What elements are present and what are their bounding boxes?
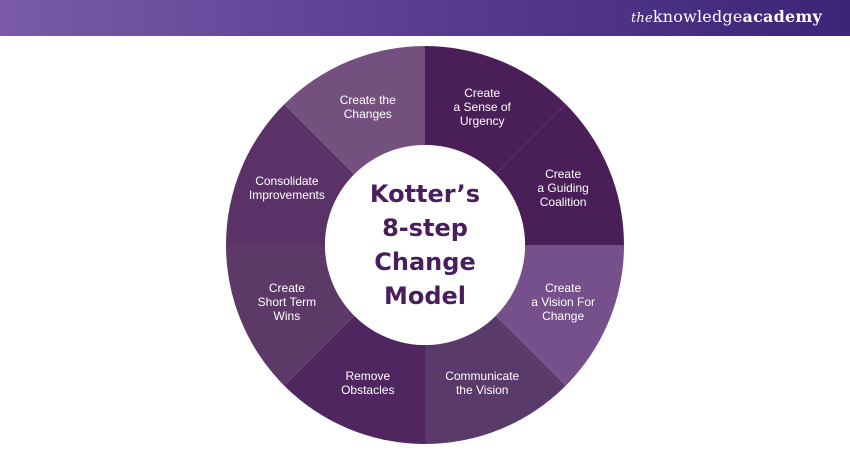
brand-logo: theknowledgeacademy [631, 7, 822, 26]
segment-label-line: Obstacles [341, 383, 394, 397]
segment-label-line: Urgency [460, 114, 505, 128]
segment-label-line: Create [464, 86, 500, 100]
center-title-line: 8-step [382, 214, 468, 242]
segment-label-line: a Guiding [537, 181, 588, 195]
brand-word-knowledge: knowledge [652, 7, 743, 26]
segment-label-line: Create the [340, 93, 396, 107]
brand-word-academy: academy [742, 7, 822, 26]
header-bar: theknowledgeacademy [0, 0, 850, 36]
center-title-line: Model [384, 282, 466, 310]
segment-create-short-term-wins [226, 245, 355, 386]
segment-consolidate-improvements [226, 104, 355, 245]
center-title-line: Kotter’s [370, 180, 480, 208]
segment-label-line: the Vision [456, 383, 508, 397]
brand-prefix: the [630, 11, 653, 26]
segment-create-sense-of-urgency [425, 46, 566, 175]
segment-create-the-changes [284, 46, 425, 175]
segment-label-line: Create [545, 281, 581, 295]
segment-label-line: a Vision For [531, 295, 595, 309]
segment-create-vision-for-change [495, 245, 624, 386]
segment-label-line: Short Term [258, 295, 316, 309]
segment-remove-obstacles [284, 315, 425, 444]
segment-label-line: Consolidate [255, 174, 319, 188]
segment-label-line: Remove [345, 369, 390, 383]
segment-label-line: a Sense of [454, 100, 512, 114]
center-circle [325, 145, 525, 345]
segment-label-line: Change [542, 309, 584, 323]
center-title-line: Change [374, 248, 475, 276]
segment-label-line: Create [545, 167, 581, 181]
segment-label-line: Communicate [445, 369, 519, 383]
segment-label-line: Create [269, 281, 305, 295]
segment-label-line: Improvements [249, 188, 325, 202]
segment-communicate-the-vision [425, 315, 566, 444]
segment-label-line: Coalition [540, 195, 587, 209]
segment-label-line: Changes [344, 107, 392, 121]
segment-create-guiding-coalition [495, 104, 624, 245]
segment-label-line: Wins [274, 309, 301, 323]
